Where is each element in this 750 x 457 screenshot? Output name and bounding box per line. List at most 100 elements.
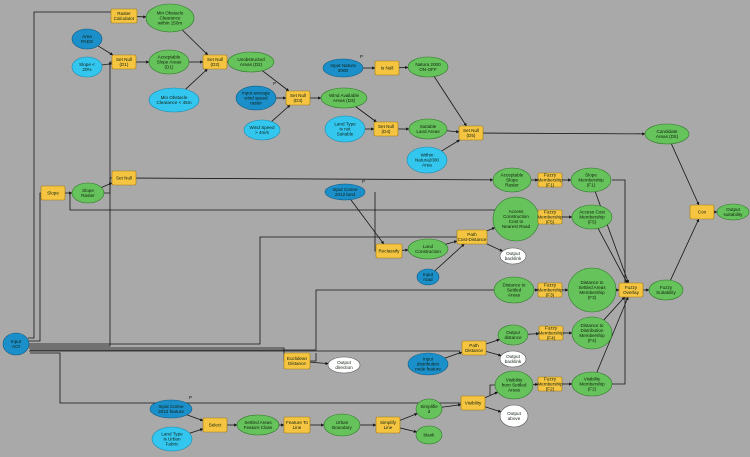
data-ellipse [494,370,534,400]
node-label: Distance to [581,323,604,328]
node-slope[interactable]: Slope [40,185,66,201]
data-ellipse [567,267,617,313]
connector-arrow [355,106,377,123]
connector-line [30,352,461,404]
node-label: PADS [81,39,93,44]
node-slope-20[interactable]: Slope <20% [71,56,103,78]
node-label: Membership [537,178,563,183]
connector-arrow [484,406,502,413]
node-label: Settled [507,288,522,293]
node-setnull-d3[interactable]: Set Null(D3) [285,90,311,106]
node-label: 2012 feature [158,409,184,414]
connector-arrow [482,132,646,136]
node-wind-speed[interactable]: Wind Speed> 4m/s [243,119,281,141]
tool-box [460,395,486,411]
node-setnull-d2[interactable]: Set Null(D2) [202,54,228,70]
node-setnull-d5[interactable]: Set Null(D5) [458,125,484,141]
node-con[interactable]: Con [689,204,715,220]
input-ellipse [71,28,103,50]
connector-line [612,297,626,385]
node-label: Slope [585,173,597,178]
connector-arrow [97,45,114,56]
parameter-flag: P [360,54,363,59]
node-setnull-d4[interactable]: Set Null(D4) [373,121,399,137]
node-label: Boundary [332,425,352,430]
node-label: Output [507,411,522,416]
node-label: Natura 2000 [415,62,441,67]
node-is-null[interactable]: Is Null [374,60,400,76]
node-label: Distance [288,361,306,366]
input-ellipse [71,56,103,78]
node-setnull-mid[interactable]: Set Null [111,170,137,186]
connector-arrow [262,70,290,92]
connector-arrow [486,243,503,252]
node-label: backlink [505,256,522,261]
node-label: Slope [82,188,94,193]
node-label: Acceptable [158,55,181,60]
input-ellipse [416,268,440,286]
tool-box [283,416,311,434]
input-ellipse [235,85,277,111]
node-label: (F1) [587,183,596,188]
node-visibility[interactable]: Visibility [460,395,486,411]
node-blank[interactable]: blank [415,425,443,445]
node-select[interactable]: Select [202,417,228,433]
node-reclassify[interactable]: Reclassify [375,243,403,259]
node-setnull-d1[interactable]: Set Null(D1) [111,54,137,70]
node-input-natura[interactable]: Input Natura2000 [322,58,364,78]
data-ellipse [148,49,190,75]
node-label: Land Type [161,432,183,437]
